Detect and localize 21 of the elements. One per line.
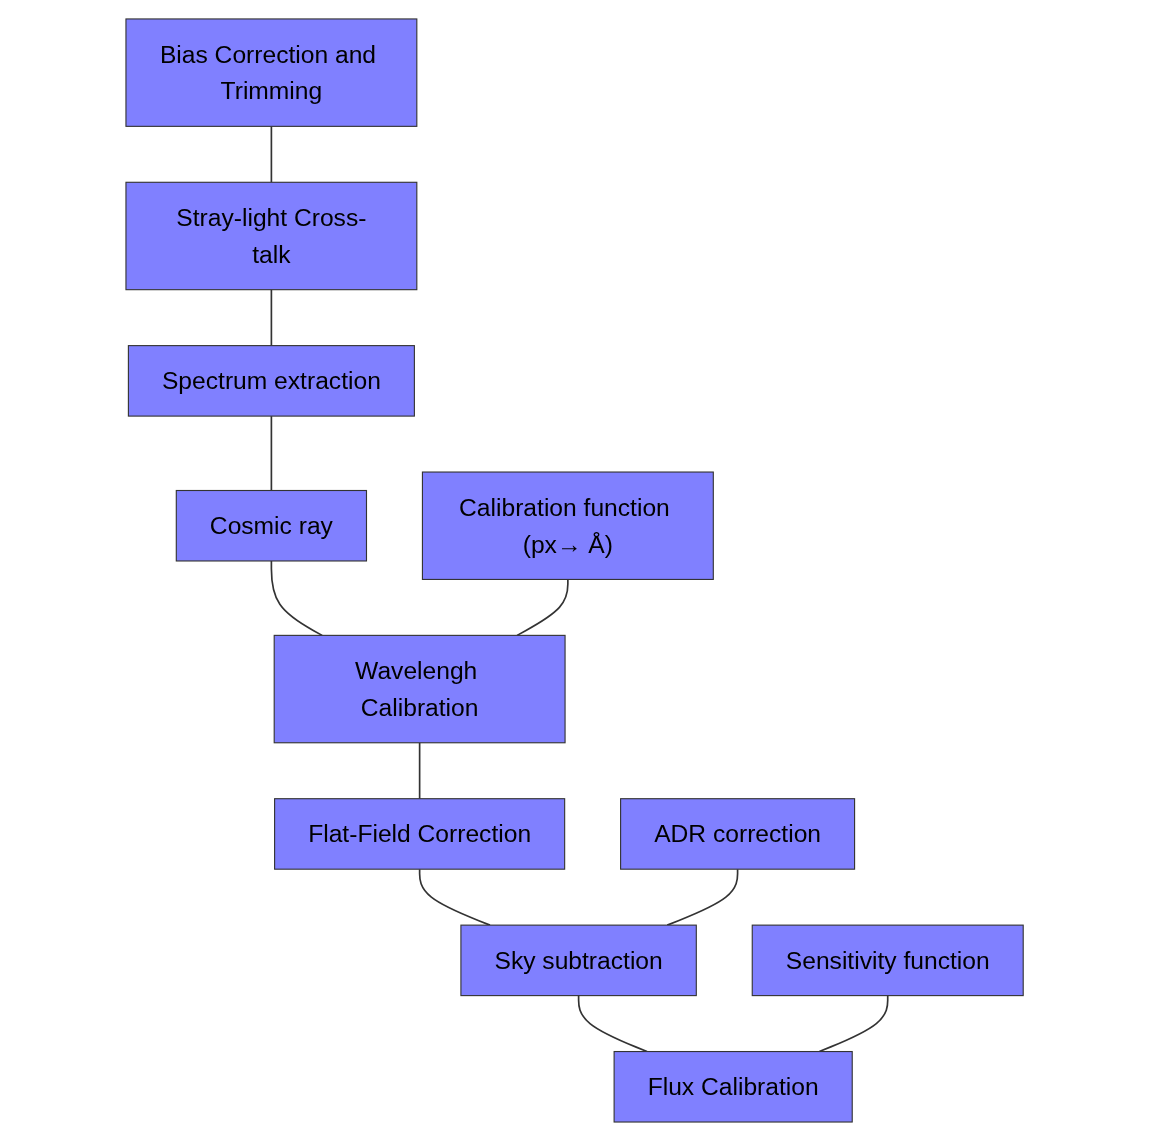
connector: [666, 868, 739, 926]
node-box: Flat-Field Correction: [273, 798, 566, 870]
connector: [516, 578, 569, 637]
connector: [818, 994, 889, 1053]
connector: [577, 994, 648, 1053]
connector: [270, 125, 273, 184]
node-box: Bias Correction and Trimming: [125, 18, 418, 127]
node-box: ADR correction: [619, 798, 856, 870]
connector: [418, 868, 491, 926]
node-box: Flux Calibration: [613, 1051, 853, 1123]
node-box: Sensitivity function: [751, 924, 1024, 997]
node-box: Sky subtraction: [460, 924, 697, 997]
node-box: Spectrum extraction: [127, 345, 415, 417]
connector: [270, 288, 273, 347]
node-box: Cosmic ray: [175, 489, 367, 562]
node-box: Calibration function (px→ Å): [421, 471, 714, 580]
node-box: Stray-light Cross-talk: [125, 181, 418, 291]
connector: [270, 560, 323, 637]
connector: [418, 741, 421, 800]
node-box: Wavelengh Calibration: [273, 634, 566, 744]
connector: [270, 415, 273, 492]
